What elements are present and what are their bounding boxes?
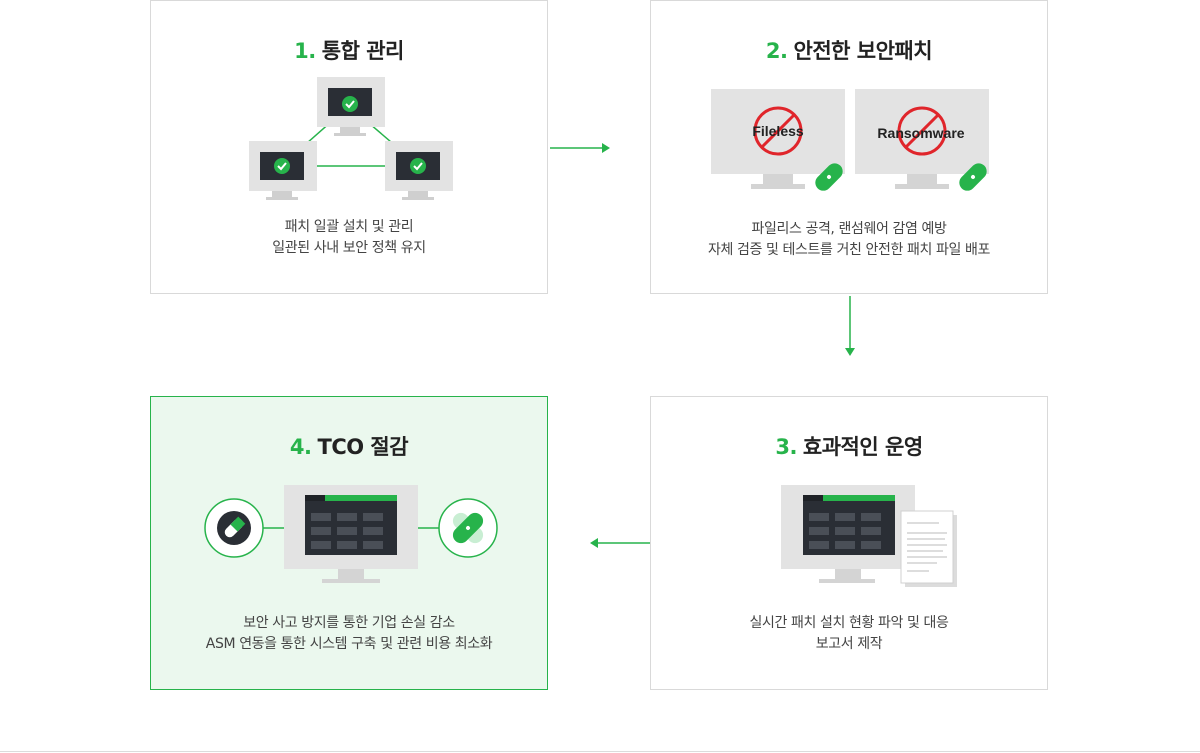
arrow-right	[550, 143, 610, 153]
step-title: 3.효과적인 운영	[775, 435, 923, 459]
divider	[0, 751, 1200, 752]
step-title: 1.통합 관리	[294, 39, 404, 63]
step-card-3: 3.효과적인 운영 실	[650, 396, 1048, 690]
cost-reduction-illustration	[204, 485, 498, 583]
step-title: 2.안전한 보안패치	[765, 39, 933, 63]
monitor-icon	[385, 141, 453, 200]
ransomware-label: Ransomware	[877, 125, 964, 141]
step-description: 실시간 패치 설치 현황 파악 및 대응 보고서 제작	[749, 615, 949, 652]
step-description: 패치 일괄 설치 및 관리 일관된 사내 보안 정책 유지	[272, 219, 426, 256]
monitor-icon	[249, 141, 317, 200]
bandage-icon	[815, 163, 843, 191]
step-description: 보안 사고 방지를 통한 기업 손실 감소 ASM 연동을 통한 시스템 구축 …	[205, 615, 493, 652]
blocked-threats-illustration: Fileless Ransomware	[711, 89, 989, 191]
monitor-icon	[284, 485, 418, 583]
report-document-icon	[900, 510, 957, 587]
step-card-2: 2.안전한 보안패치 Fileless Ransomware 파일리스 공격, …	[650, 0, 1048, 294]
step-card-1: 1.통합 관리	[150, 0, 548, 294]
step-title: 4.TCO 절감	[289, 435, 409, 459]
bandage-icon	[959, 163, 987, 191]
pill-icon	[204, 498, 264, 558]
fileless-label: Fileless	[752, 123, 804, 139]
network-monitors-illustration	[249, 77, 453, 200]
monitor-icon	[317, 77, 385, 136]
arrow-left	[590, 538, 650, 548]
step-description: 파일리스 공격, 랜섬웨어 감염 예방 자체 검증 및 테스트를 거친 안전한 …	[707, 221, 990, 258]
no-sign-icon	[753, 106, 803, 156]
step-card-4: 4.TCO 절감	[150, 396, 548, 690]
bandage-icon	[438, 498, 498, 558]
no-sign-icon	[897, 106, 947, 156]
arrow-down	[845, 296, 855, 356]
dashboard-report-illustration	[781, 485, 957, 587]
